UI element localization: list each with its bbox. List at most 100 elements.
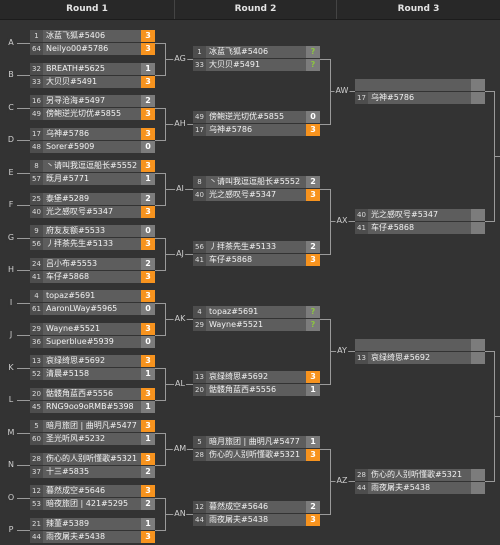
player-seed: 17 [355,91,368,104]
player-score: 3 [141,530,155,543]
player-score [471,221,485,234]
player-score: 1 [141,62,155,75]
player-name: 哀绿绮思#5692 [371,352,431,362]
player-name: 光之感叹号#5347 [46,206,114,216]
connector-line [485,221,494,222]
player-name: 伤心的人别听懂歌#5321 [371,469,463,479]
player-seed: 8 [30,160,43,172]
player-name: 冰蓝飞狐#5406 [46,31,106,40]
connector-line [155,43,165,44]
player-name: 车仔#5868 [46,271,90,281]
player-seed: 48 [30,140,43,153]
player-row [355,338,485,351]
player-name: 乌神#5786 [46,128,90,138]
connector-line [320,319,330,320]
player-score: 1 [306,436,320,449]
player-score: 3 [141,452,155,465]
connector-line [155,303,165,304]
match-label: AY [336,346,348,357]
player-name: 哀绿绮思#5692 [209,372,269,382]
player-seed: 4 [193,306,206,319]
player-seed: 12 [30,485,43,497]
match-label: B [7,70,15,80]
player-name: 既月#5771 [46,174,90,183]
match-label: D [6,135,16,145]
connector-line [17,205,30,206]
connector-line [155,368,165,369]
player-seed: 5 [193,436,206,449]
player-name: 光之感叹号#5347 [209,190,277,200]
match-label: L [7,395,15,405]
match-label: AH [173,118,187,129]
player-seed: 1 [193,46,206,59]
connector-line [17,335,30,336]
player-name: 乌神#5786 [371,92,415,102]
player-seed [355,339,368,351]
connector-line [485,481,494,482]
connector-line [320,189,330,190]
match-label: F [7,200,15,210]
connector-line [320,254,330,255]
connector-line [494,416,500,417]
player-seed: 41 [193,254,206,267]
player-name: 哀绿绮思#5692 [46,356,106,365]
player-score: 2 [306,176,320,189]
player-score: 3 [306,189,320,202]
connector-line [17,303,30,304]
player-score: 3 [141,108,155,120]
player-name: 骷髅角蓝西#5556 [46,388,114,398]
match-label: H [6,265,16,275]
player-score: ? [306,319,320,332]
connector-line [17,173,30,174]
connector-line [17,108,30,109]
player-name: 清晨#5158 [46,369,90,378]
connector-line [494,156,500,157]
player-seed: 64 [30,43,43,55]
player-name: 暮然成空#5646 [46,486,106,495]
player-name: 车仔#5868 [371,222,415,232]
connector-line [155,75,165,76]
player-score: 2 [141,95,155,107]
player-name: topaz#5691 [209,307,259,317]
connector-line [155,498,165,499]
